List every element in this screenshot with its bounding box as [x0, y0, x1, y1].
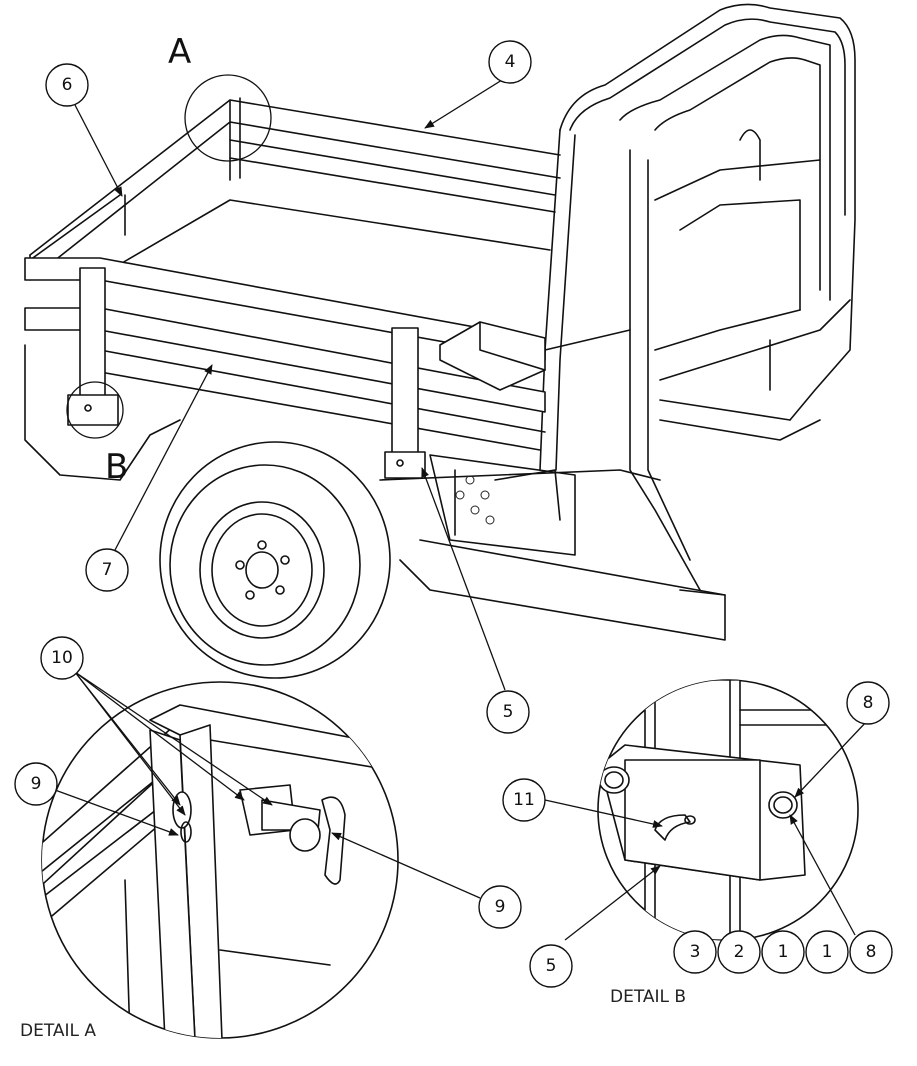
balloon-4: 4 — [488, 40, 532, 84]
svg-text:8: 8 — [863, 693, 874, 713]
svg-text:9: 9 — [495, 897, 506, 917]
balloon-stack-8: 8 — [849, 930, 893, 974]
detail-b-view: DETAIL B — [544, 679, 869, 1007]
svg-text:2: 2 — [734, 942, 745, 962]
balloon-stack-3: 3 — [673, 930, 717, 974]
detail-a-callout — [184, 74, 272, 162]
balloon-8-top: 8 — [846, 681, 890, 725]
bed-body — [24, 97, 726, 641]
balloon-5-detail: 5 — [529, 944, 573, 988]
balloon-stack-2: 2 — [717, 930, 761, 974]
balloon-7: 7 — [85, 548, 129, 592]
svg-text:7: 7 — [102, 560, 113, 580]
wheel — [159, 441, 391, 679]
main-view: A B — [24, 3, 856, 691]
svg-text:5: 5 — [503, 702, 514, 722]
balloon-stack-1a: 1 — [761, 930, 805, 974]
svg-text:6: 6 — [62, 75, 73, 95]
svg-text:1: 1 — [822, 942, 833, 962]
view-letter-b: B — [105, 447, 128, 487]
detail-b-label: DETAIL B — [610, 987, 686, 1007]
svg-text:5: 5 — [546, 956, 557, 976]
balloon-11: 11 — [502, 778, 546, 822]
svg-text:8: 8 — [866, 942, 877, 962]
balloon-stack: 3 2 1 1 8 — [673, 930, 893, 974]
view-letter-a: A — [168, 32, 191, 72]
balloon-9-right: 9 — [478, 885, 522, 929]
balloon-9-left: 9 — [14, 762, 58, 806]
svg-text:11: 11 — [513, 790, 535, 810]
balloon-10: 10 — [40, 636, 84, 680]
detail-a-label: DETAIL A — [20, 1021, 96, 1041]
svg-text:4: 4 — [505, 52, 516, 72]
svg-text:10: 10 — [51, 648, 73, 668]
svg-text:9: 9 — [31, 774, 42, 794]
detail-b-callout — [66, 381, 124, 439]
detail-a-view: DETAIL A — [20, 671, 481, 1041]
balloon-6: 6 — [45, 63, 89, 107]
svg-text:1: 1 — [778, 942, 789, 962]
svg-text:3: 3 — [690, 942, 701, 962]
cab-structure — [539, 3, 856, 591]
balloon-5-main: 5 — [486, 690, 530, 734]
balloon-stack-1b: 1 — [805, 930, 849, 974]
